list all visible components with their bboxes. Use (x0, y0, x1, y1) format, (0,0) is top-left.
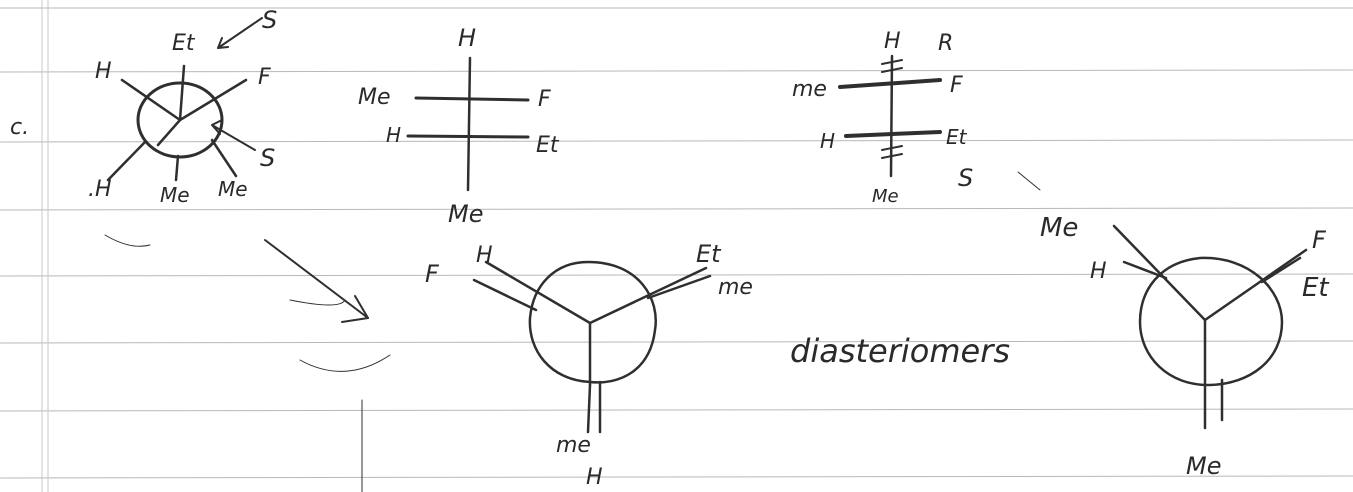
fischer-2-top-label: H (884, 29, 901, 54)
fischer-projection-2: H R me F H Et Me S (792, 29, 1041, 207)
fischer-1-row-2-bond (406, 134, 530, 139)
fischer-2-row-1-right: F (950, 73, 963, 98)
fischer-1-row-1-bond (414, 96, 530, 102)
newman-1-front-bond-top (178, 64, 186, 122)
fischer-2-row-2-right: Et (946, 125, 968, 149)
fischer-1-top-label: H (458, 24, 476, 52)
newman-2-front-bond-right (588, 266, 708, 325)
ruled-lines (0, 7, 1353, 479)
fischer-2-priority-ticks (881, 59, 903, 159)
newman-3-back-bond-left (1122, 260, 1168, 280)
newman-2-bottom-label-h: H (586, 465, 603, 490)
fischer-1-bottom-label: Me (448, 200, 483, 228)
newman-1-front-bond-right (178, 78, 248, 122)
relationship-answer: diasteriomers (790, 332, 1010, 370)
newman-2-back-bond-left (472, 278, 538, 312)
newman-1-front-center-bond (156, 118, 182, 147)
newman-3-back-circle (1138, 256, 1284, 387)
newman-3-front-bond-left (1112, 224, 1207, 322)
newman-1-config-arrow (211, 119, 256, 151)
newman-projection-3: Me H F Et Me (1040, 213, 1329, 480)
newman-1-front-label-3: F (258, 65, 271, 90)
newman-2-label-f: F (425, 260, 440, 288)
newman-2-back-bond-right (646, 274, 712, 300)
stray-mark (1017, 171, 1041, 191)
newman-1-back-config: S (260, 144, 275, 172)
arrow-head (341, 295, 369, 323)
newman-2-back-bond-down-1 (586, 383, 592, 434)
newman-projection-1: H Et F .H Me Me S S (88, 6, 277, 207)
fischer-2-row-1-left: me (792, 77, 827, 102)
newman-1-back-bond-left (106, 140, 147, 182)
newman-2-label-h: H (476, 243, 493, 268)
newman-3-label-me-bottom: Me (1186, 452, 1221, 480)
newman-1-back-label-1: .H (88, 177, 112, 202)
problem-label: c. (10, 115, 29, 140)
newman-1-front-label-2: Et (172, 31, 196, 56)
fischer-2-row-2-left: H (820, 129, 835, 153)
newman-1-back-bond-bottom (174, 154, 180, 182)
newman-1-front-label-1: H (95, 59, 112, 84)
fischer-1-vertical-bond (466, 56, 472, 192)
margin-lines (41, 0, 49, 492)
newman-2-label-et: Et (696, 240, 722, 268)
fischer-2-vertical-bond (889, 54, 894, 178)
arrow-shaft (264, 239, 369, 319)
newman-1-back-label-3: Me (218, 177, 248, 201)
newman-3-label-me: Me (1040, 213, 1078, 243)
fischer-1-row-2-right: Et (536, 133, 560, 158)
fischer-2-row-2-bond (844, 130, 942, 138)
fischer-2-bottom-config: S (958, 164, 973, 192)
newman-3-front-bond-right (1203, 248, 1308, 322)
newman-3-label-f: F (1312, 226, 1327, 254)
newman-1-back-label-2: Me (160, 183, 190, 207)
fischer-1-row-1-left: Me (358, 85, 391, 110)
fischer-projection-1: H Me F H Et Me (358, 24, 560, 228)
newman-1-front-bond-left (120, 78, 182, 122)
fischer-1-row-2-left: H (386, 123, 401, 147)
transformation-arrow (104, 234, 391, 492)
newman-2-label-me: me (718, 275, 753, 300)
fischer-2-bottom-label: Me (872, 186, 899, 207)
newman-3-label-h: H (1090, 259, 1107, 284)
newman-3-label-et: Et (1302, 273, 1329, 303)
newman-2-bottom-label-me: me (556, 433, 591, 458)
newman-1-top-config-arrow (217, 17, 263, 49)
newman-3-back-bond-right (1260, 256, 1302, 284)
newman-projection-2: F H Et me me H (425, 240, 753, 490)
fischer-1-row-1-right: F (538, 87, 551, 112)
newman-2-front-bond-left (484, 260, 592, 325)
fischer-2-top-config: R (938, 31, 953, 56)
fischer-2-row-1-bond (838, 78, 942, 89)
newman-1-back-bond-right (210, 138, 238, 178)
newman-1-front-config: S (262, 6, 277, 34)
